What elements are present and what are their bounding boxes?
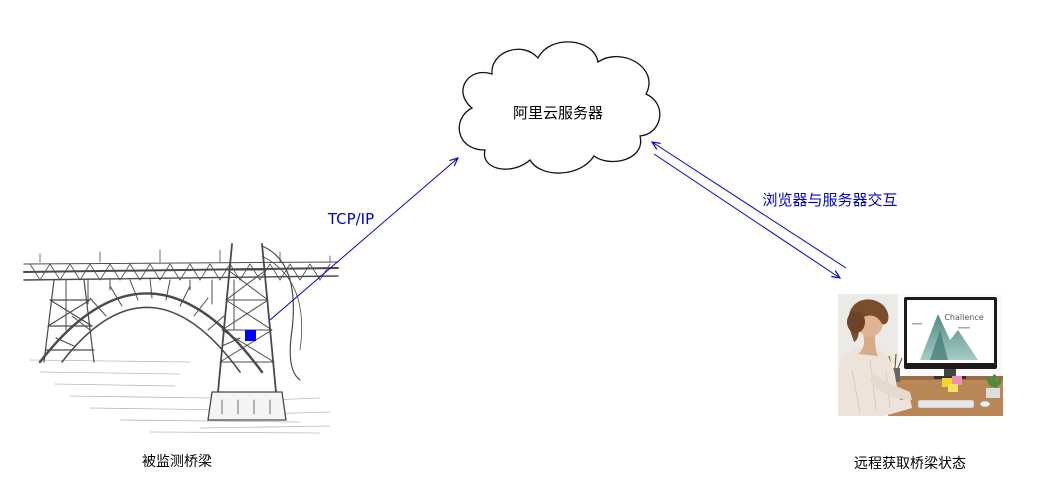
user-label: 远程获取桥梁状态 xyxy=(854,456,966,472)
cloud-server-label: 阿里云服务器 xyxy=(513,104,603,122)
tcp-arrow xyxy=(269,158,458,321)
user-at-computer-image: Challence xyxy=(838,294,1003,416)
browser-to-server-arrow xyxy=(652,142,847,269)
bridge-label: 被监测桥梁 xyxy=(142,454,212,470)
bridge-sketch-image xyxy=(23,243,339,434)
browser-interaction-label: 浏览器与服务器交互 xyxy=(762,191,897,209)
server-to-browser-arrow xyxy=(653,153,840,278)
sensor-marker xyxy=(245,330,256,341)
monitor-screen-text: Challence xyxy=(944,313,983,322)
cloud-icon xyxy=(458,41,661,174)
tcp-label: TCP/IP xyxy=(327,210,374,228)
